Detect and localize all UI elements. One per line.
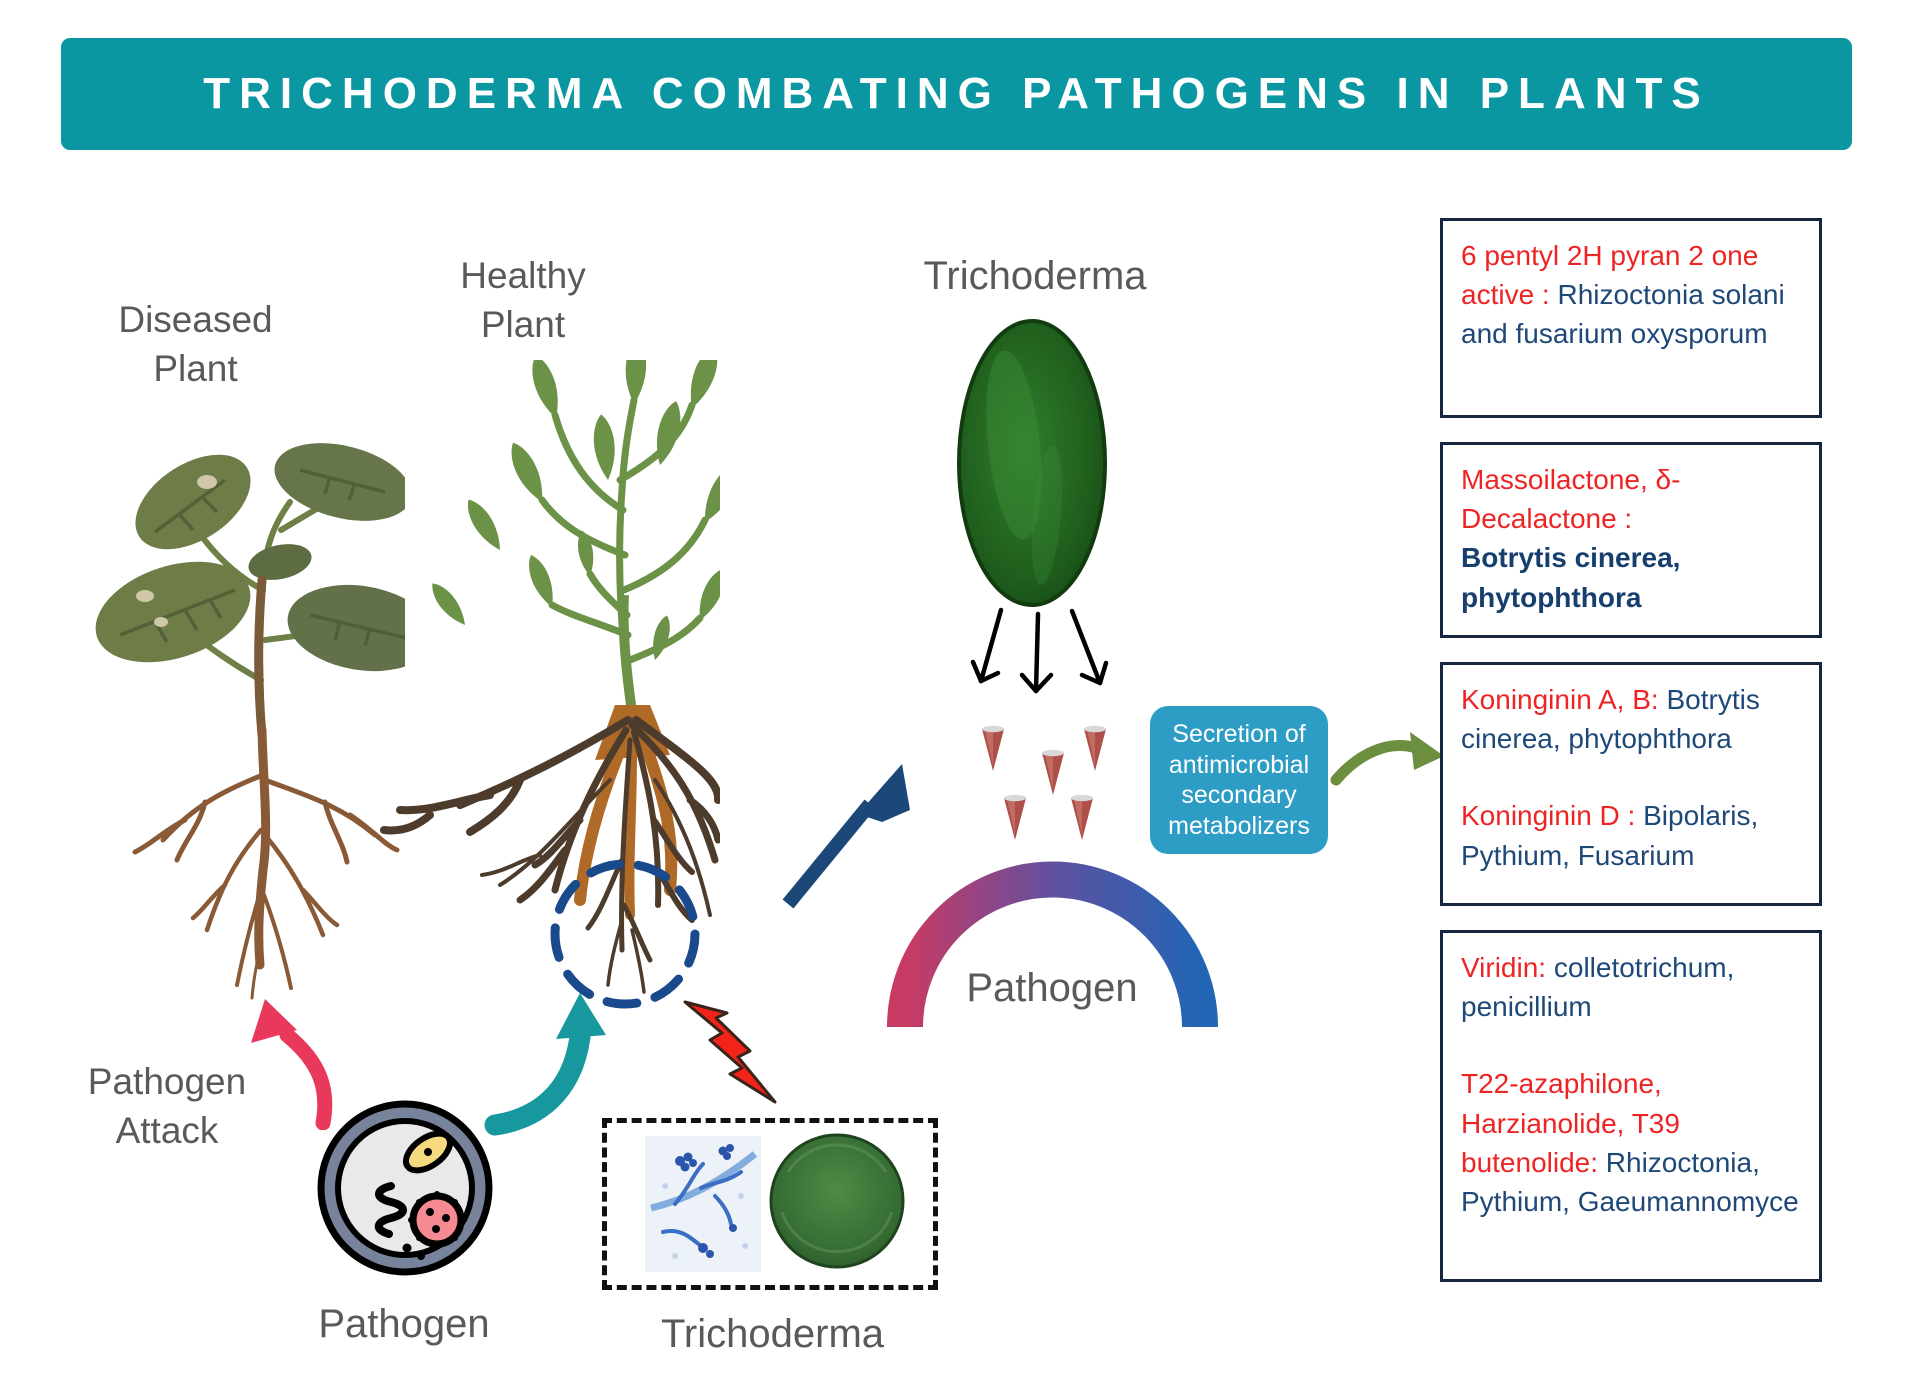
pathogen-arc-label: Pathogen	[966, 966, 1138, 1010]
target-pathogens: Bipolaris, Pythium, Fusarium	[1461, 800, 1759, 871]
healthy-plant-label: Healthy Plant	[460, 255, 586, 345]
secretion-arrows-icon	[970, 607, 1109, 694]
compound-name: Koninginin A, B:	[1461, 684, 1659, 715]
pathogen-arc	[887, 861, 1218, 1028]
compound-name: Koninginin D :	[1461, 800, 1644, 832]
info-box-koninginin: Koninginin A, B: Botrytis cinerea, phyto…	[1440, 662, 1822, 906]
info-box-massoilactone: Massoilactone, δ-Decalactone : Botrytis …	[1440, 442, 1822, 638]
compound-name: Massoilactone, δ-Decalactone :	[1461, 464, 1681, 535]
target-pathogens: Rhizoctonia, Pythium, Gaeumannomyce	[1461, 1146, 1799, 1217]
target-pathogens: colletotrichum, penicillium	[1461, 952, 1735, 1023]
diseased-plant-label: Diseased Plant	[118, 299, 273, 389]
lightning-bolt-icon	[683, 1000, 777, 1104]
page-title: TRICHODERMA COMBATING PATHOGENS IN PLANT…	[203, 69, 1710, 118]
info-box-viridin: Viridin: colletotrichum, penicillium T22…	[1440, 930, 1822, 1282]
compound-name: Viridin:	[1461, 952, 1547, 983]
healthy-plant-illustration	[380, 360, 720, 994]
root-zone-dashed-circle	[550, 859, 700, 1009]
callout-arrow-icon	[1330, 732, 1444, 786]
metabolite-cones-icon	[982, 725, 1106, 840]
header-banner: TRICHODERMA COMBATING PATHOGENS IN PLANT…	[61, 38, 1852, 150]
compound-name: 6 pentyl 2H pyran 2 one active :	[1461, 240, 1759, 311]
trichoderma-images-box	[602, 1118, 938, 1290]
target-pathogens: Botrytis cinerea, phytophthora	[1461, 684, 1760, 755]
trichoderma-top-label: Trichoderma	[923, 254, 1147, 298]
pathogen-petri-dish-icon	[317, 1100, 493, 1276]
trichoderma-bottom-label: Trichoderma	[660, 1312, 885, 1356]
pathogen-attack-arrow-icon	[251, 999, 333, 1130]
secretion-callout: Secretion of antimicrobial secondary met…	[1150, 706, 1328, 854]
trichoderma-culture-plate-image	[769, 1133, 905, 1269]
info-box-pyranone: 6 pentyl 2H pyran 2 one active : Rhizoct…	[1440, 218, 1822, 418]
target-pathogens: Botrytis cinerea, phytophthora	[1461, 542, 1681, 613]
compound-name: T22-azaphilone, Harzianolide, T39 buteno…	[1461, 1068, 1680, 1178]
trichoderma-protection-arrow-icon	[484, 993, 606, 1136]
zoom-arrow-icon	[782, 764, 910, 909]
trichoderma-spore-illustration	[957, 319, 1107, 607]
diseased-plant-illustration	[95, 443, 405, 1000]
trichoderma-microscopy-image	[645, 1136, 761, 1272]
target-pathogens: Rhizoctonia solani and fusarium oxysporu…	[1461, 279, 1785, 350]
pathogen-bottom-label: Pathogen	[318, 1302, 490, 1346]
pathogen-attack-label: Pathogen Attack	[87, 1061, 247, 1151]
